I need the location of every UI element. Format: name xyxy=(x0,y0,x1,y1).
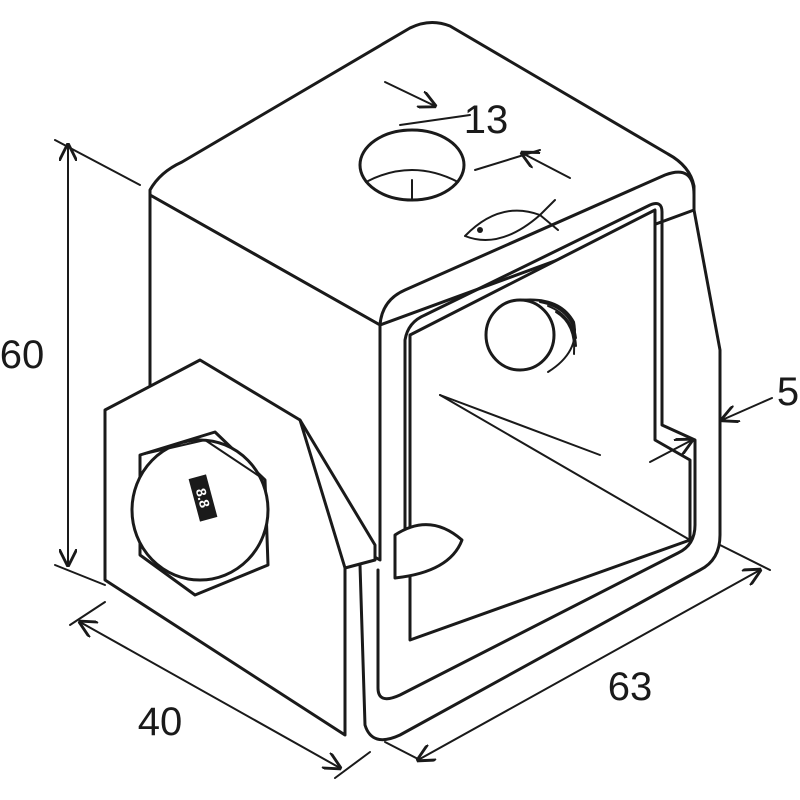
bolt-marking: 8.8 xyxy=(193,487,214,510)
cavity-floor-line xyxy=(439,394,691,541)
dimension-thickness-label: 5 xyxy=(777,370,799,414)
dimension-width: 63 xyxy=(384,544,771,760)
dimension-hole: 13 xyxy=(384,81,571,179)
dimension-hole-label: 13 xyxy=(464,98,509,142)
dimension-thickness: 5 xyxy=(649,370,799,463)
hex-bolt: 8.8 xyxy=(130,430,270,597)
cavity-back-line xyxy=(439,394,601,456)
front-u-frame-outer xyxy=(358,170,722,742)
top-hole-inner xyxy=(365,169,459,183)
dimension-height: 60 xyxy=(0,139,141,586)
dimension-depth: 40 xyxy=(69,601,371,779)
clamp-plate-edge xyxy=(298,418,347,570)
threaded-stud xyxy=(484,298,577,373)
fish-icon xyxy=(464,199,559,241)
dimension-width-label: 63 xyxy=(608,665,653,709)
bracket-inner-cavity xyxy=(408,208,692,642)
front-u-frame-inner xyxy=(376,202,697,701)
dimension-depth-label: 40 xyxy=(138,700,183,744)
dimension-height-label: 60 xyxy=(0,333,44,377)
